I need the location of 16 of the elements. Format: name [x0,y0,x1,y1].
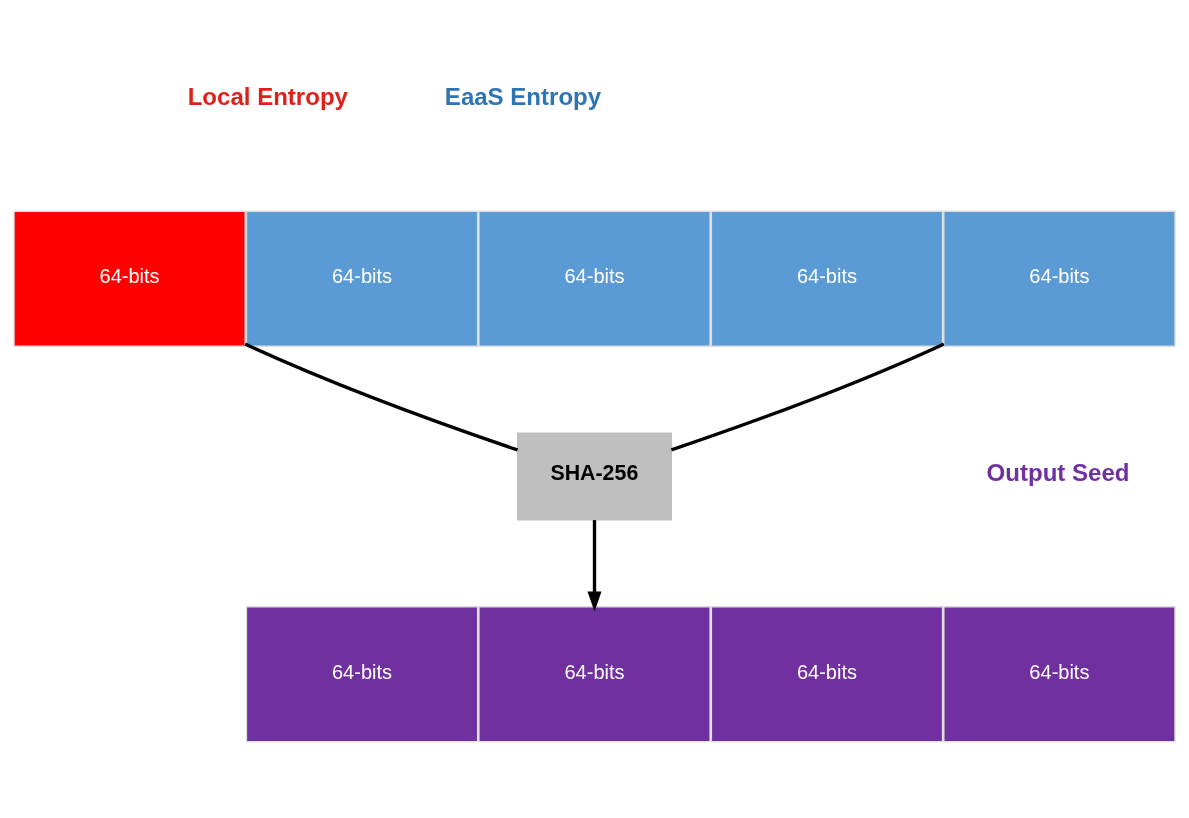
node-box: 64-bits [478,210,711,347]
node-box: 64-bits [245,210,479,347]
connector [670,342,945,452]
node-box: SHA-256 [517,432,672,521]
label: Output Seed [986,459,1130,487]
label: EaaS Entropy [444,82,602,110]
node-box: 64-bits [478,606,711,743]
node-box: 64-bits [710,210,944,347]
node-box: 64-bits [943,606,1176,743]
connector [244,342,519,452]
label: Local Entropy [187,82,348,110]
arrow [587,520,602,612]
node-box: 64-bits [943,210,1176,347]
node-box: 64-bits [710,606,944,743]
node-box: 64-bits [245,606,479,743]
node-box: 64-bits [13,210,246,347]
